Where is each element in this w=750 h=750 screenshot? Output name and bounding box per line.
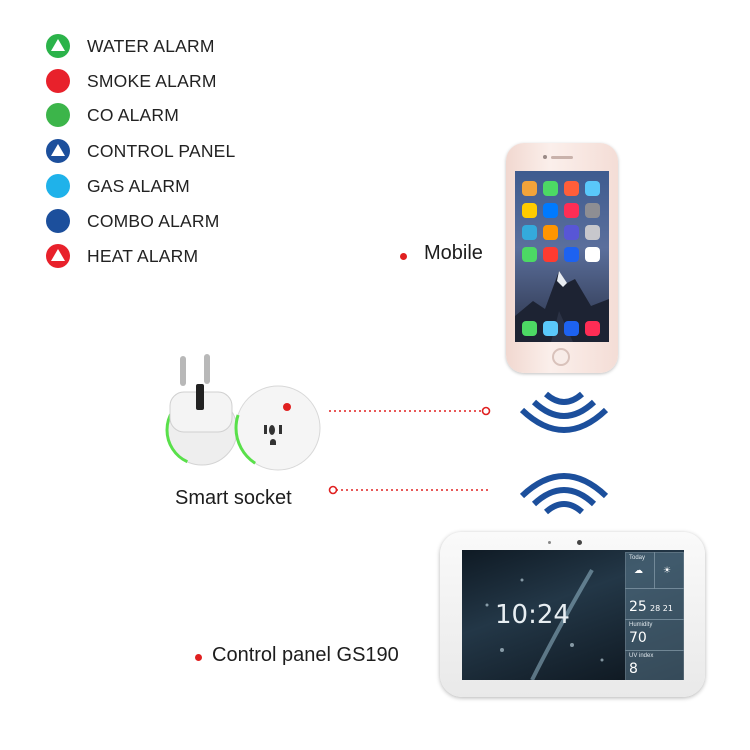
legend-label: CONTROL PANEL xyxy=(87,141,235,162)
legend-label: HEAT ALARM xyxy=(87,246,198,267)
water-alarm-triangle-icon xyxy=(46,34,70,58)
uv-tile: UV index 8 xyxy=(625,650,684,680)
app-icon xyxy=(522,181,537,196)
legend-label: CO ALARM xyxy=(87,105,179,126)
app-icon xyxy=(585,225,600,240)
legend-label: SMOKE ALARM xyxy=(87,71,217,92)
weather-tile: ☀ xyxy=(654,552,684,589)
wifi-signal-icon xyxy=(516,380,612,440)
date-value: 25 xyxy=(629,599,647,615)
control-panel-bullet xyxy=(195,654,202,661)
uv-caption: UV index xyxy=(629,653,653,659)
panel-camera xyxy=(577,540,582,545)
phone-camera xyxy=(543,155,547,159)
legend-item-water-alarm: WATER ALARM xyxy=(46,33,215,59)
dock-app-icon xyxy=(585,321,600,336)
control-panel-image: 10:24 Today ☁ ☀ 25 28 21 Humidity 70 UV … xyxy=(440,532,705,697)
legend-item-heat-alarm: HEAT ALARM xyxy=(46,243,198,269)
phone-screen xyxy=(515,171,609,342)
app-icon xyxy=(522,203,537,218)
app-icon xyxy=(585,247,600,262)
panel-sensor xyxy=(548,541,551,544)
app-icon xyxy=(522,225,537,240)
wifi-signal-icon xyxy=(516,462,612,522)
dock-app-icon xyxy=(564,321,579,336)
today-tile: Today ☁ xyxy=(625,552,655,589)
legend-label: WATER ALARM xyxy=(87,36,215,57)
smoke-alarm-dot-icon xyxy=(46,69,70,93)
phone-speaker xyxy=(551,156,573,159)
connector-lines xyxy=(325,400,495,500)
app-icon xyxy=(543,203,558,218)
weather-sun-icon: ☀ xyxy=(663,565,671,576)
humidity-value: 70 xyxy=(629,630,647,646)
humidity-tile: Humidity 70 xyxy=(625,619,684,651)
control-panel-label: Control panel GS190 xyxy=(212,644,399,667)
legend-label: GAS ALARM xyxy=(87,176,190,197)
app-icon xyxy=(543,181,558,196)
app-icon xyxy=(564,247,579,262)
legend-item-control-panel: CONTROL PANEL xyxy=(46,138,235,164)
today-caption: Today xyxy=(629,555,645,561)
app-icon xyxy=(585,203,600,218)
app-icon xyxy=(564,225,579,240)
mobile-bullet xyxy=(400,253,407,260)
app-icon xyxy=(564,181,579,196)
mobile-phone-image xyxy=(506,143,618,373)
smart-socket-image xyxy=(160,350,325,475)
phone-home-button xyxy=(552,348,570,366)
app-icon xyxy=(564,203,579,218)
uv-value: 8 xyxy=(629,661,638,677)
panel-screen: 10:24 Today ☁ ☀ 25 28 21 Humidity 70 UV … xyxy=(462,550,684,680)
app-icon xyxy=(543,247,558,262)
date-tile: 25 28 21 xyxy=(625,588,684,620)
legend-item-smoke-alarm: SMOKE ALARM xyxy=(46,68,217,94)
dock-app-icon xyxy=(522,321,537,336)
app-icon xyxy=(522,247,537,262)
combo-alarm-dot-icon xyxy=(46,209,70,233)
heat-alarm-triangle-icon xyxy=(46,244,70,268)
app-icon xyxy=(543,225,558,240)
app-icon xyxy=(585,181,600,196)
weather-cloud-icon: ☁ xyxy=(634,565,643,576)
smart-socket-label: Smart socket xyxy=(175,487,292,510)
gas-alarm-dot-icon xyxy=(46,174,70,198)
clock-time: 10:24 xyxy=(495,600,570,630)
humidity-caption: Humidity xyxy=(629,622,652,628)
legend-item-gas-alarm: GAS ALARM xyxy=(46,173,190,199)
legend-item-combo-alarm: COMBO ALARM xyxy=(46,208,220,234)
legend-label: COMBO ALARM xyxy=(87,211,220,232)
legend-item-co-alarm: CO ALARM xyxy=(46,102,179,128)
dock-app-icon xyxy=(543,321,558,336)
control-panel-triangle-icon xyxy=(46,139,70,163)
co-alarm-dot-icon xyxy=(46,103,70,127)
mobile-label: Mobile xyxy=(424,242,483,265)
date-suffix: 28 21 xyxy=(650,604,673,613)
